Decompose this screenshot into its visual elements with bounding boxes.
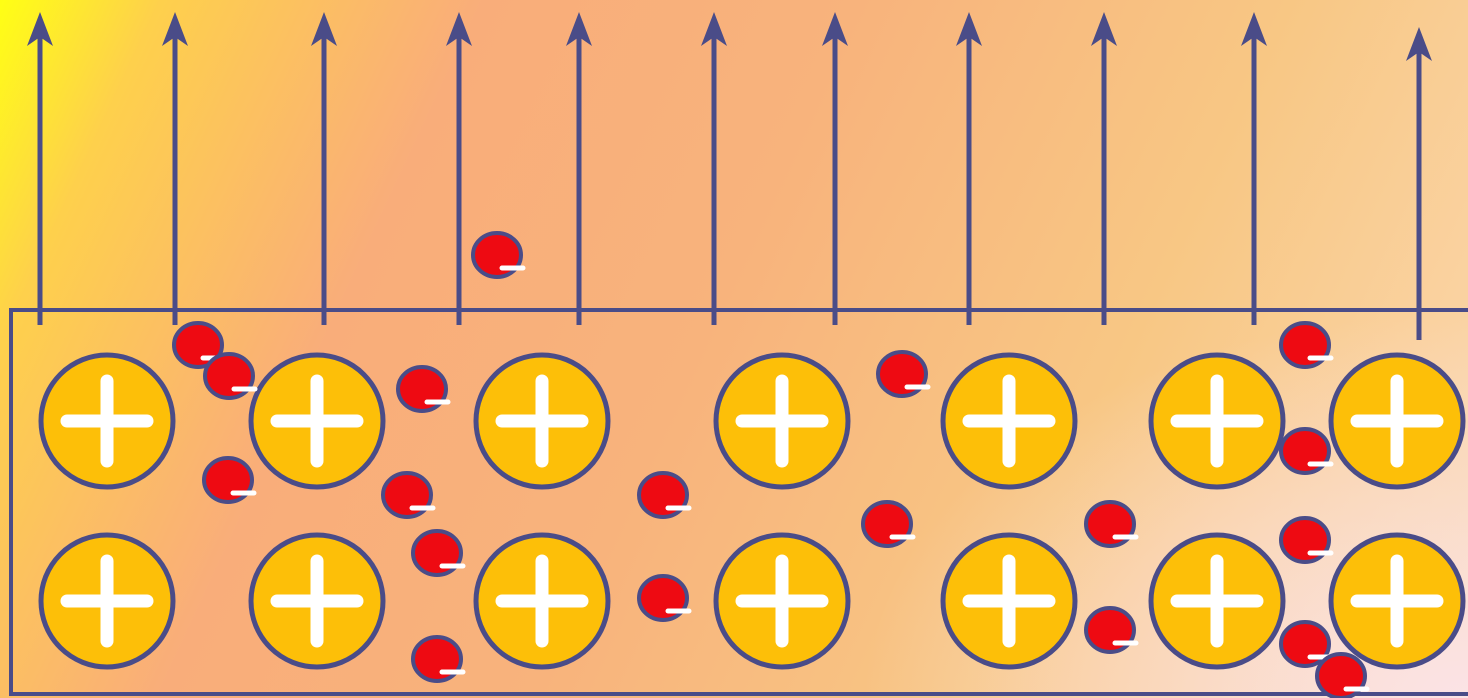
metal-slab [9, 308, 1468, 696]
field-arrow [822, 12, 848, 325]
free-electron [202, 456, 257, 504]
field-arrow [311, 12, 337, 325]
free-electrons [172, 231, 1370, 698]
free-electron [1315, 652, 1370, 698]
emitted-electron [471, 231, 526, 279]
free-electron [876, 350, 931, 398]
free-electron [396, 365, 451, 413]
positive-ion [1328, 532, 1466, 670]
free-electron [861, 500, 916, 548]
free-electron [1279, 516, 1334, 564]
positive-ion [713, 532, 851, 670]
positive-ion [1328, 352, 1466, 490]
free-electron [637, 574, 692, 622]
free-electron [1084, 500, 1139, 548]
positive-ion [248, 352, 386, 490]
free-electron [1279, 427, 1334, 475]
field-arrow [956, 12, 982, 325]
field-arrow [1406, 27, 1432, 340]
free-electron [1279, 321, 1334, 369]
positive-ion [473, 532, 611, 670]
free-electron [411, 529, 466, 577]
electric-field-arrows [27, 12, 1432, 340]
field-arrow [446, 12, 472, 325]
positive-ion [940, 532, 1078, 670]
positive-ion [38, 532, 176, 670]
positive-ion [1148, 352, 1286, 490]
positive-ion [38, 352, 176, 490]
field-arrow [27, 12, 53, 325]
field-arrow [566, 12, 592, 325]
free-electron [1279, 620, 1334, 668]
positive-ion [713, 352, 851, 490]
field-arrow [1091, 12, 1117, 325]
positive-ion-lattice [38, 352, 1466, 670]
field-arrow [701, 12, 727, 325]
positive-ion [248, 532, 386, 670]
positive-ion [1148, 532, 1286, 670]
field-arrow [162, 12, 188, 325]
free-electron [637, 471, 692, 519]
positive-ion [473, 352, 611, 490]
free-electron [411, 635, 466, 683]
free-electron [381, 471, 436, 519]
field-arrow [1241, 12, 1267, 325]
positive-ion [940, 352, 1078, 490]
free-electron [1084, 606, 1139, 654]
free-electron [203, 352, 258, 400]
free-electron [172, 321, 227, 369]
